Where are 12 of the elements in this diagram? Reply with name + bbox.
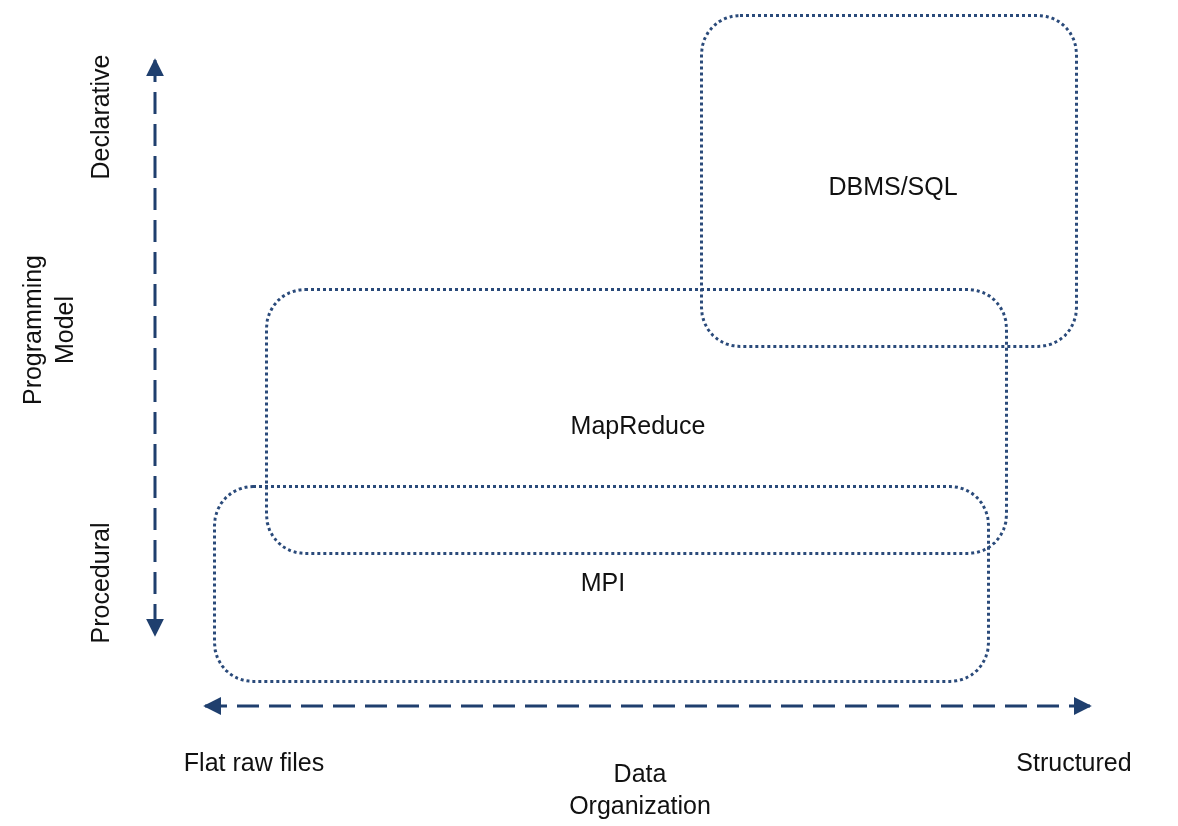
axis-label: Declarative — [85, 53, 115, 182]
dotted-region — [700, 14, 1078, 348]
region-label: MapReduce — [570, 410, 706, 442]
axis-label: Programming Model — [17, 253, 79, 408]
dotted-region — [265, 288, 1008, 555]
axis-label: Procedural — [85, 521, 115, 646]
dotted-region — [213, 485, 990, 683]
axis-label: Flat raw files — [182, 747, 326, 778]
axis-label: Structured — [1015, 747, 1133, 778]
region-label: DBMS/SQL — [828, 171, 958, 203]
region-label: MPI — [580, 567, 626, 599]
axis-label: Data Organization — [568, 758, 712, 821]
